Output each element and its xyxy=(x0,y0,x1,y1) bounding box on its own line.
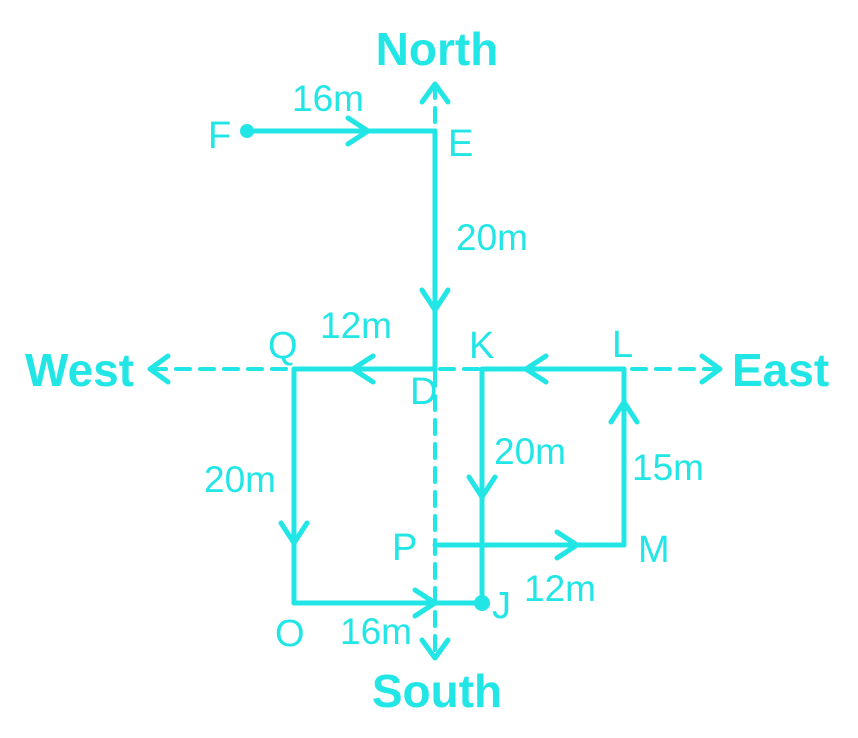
chevron-dq-west xyxy=(350,353,376,385)
point-label-d: D xyxy=(410,371,437,413)
distance-label-fe: 16m xyxy=(292,78,364,119)
point-label-l: L xyxy=(612,324,633,366)
point-label-m: M xyxy=(638,529,670,571)
north-arrowhead xyxy=(419,81,451,105)
east-arrowhead xyxy=(699,353,723,385)
label-east: East xyxy=(732,344,829,396)
distance-label-oj: 16m xyxy=(340,611,412,652)
distance-label-dq: 12m xyxy=(320,305,392,346)
label-south: South xyxy=(372,665,502,717)
end-dot-j xyxy=(474,595,490,611)
distance-label-lm: 15m xyxy=(632,447,704,488)
point-label-f: F xyxy=(208,115,231,157)
point-label-j: J xyxy=(492,585,511,627)
chevron-oj-east xyxy=(412,587,438,619)
label-west: West xyxy=(25,344,134,396)
chevron-ed-south xyxy=(419,287,451,313)
chevron-qo-south xyxy=(278,520,310,546)
south-arrowhead xyxy=(419,637,451,661)
west-arrowhead xyxy=(147,353,171,385)
distance-label-jk: 20m xyxy=(494,431,566,472)
chevron-fe-east xyxy=(345,115,371,147)
chevron-pm-east xyxy=(554,529,580,561)
point-label-p: P xyxy=(392,527,417,569)
chevron-kl-west xyxy=(523,353,549,385)
start-dot-f xyxy=(240,124,254,138)
label-north: North xyxy=(376,23,499,75)
point-label-e: E xyxy=(448,123,473,165)
point-label-o: O xyxy=(275,613,305,655)
point-label-k: K xyxy=(469,325,494,367)
distance-label-ed: 20m xyxy=(456,217,528,258)
chevron-lm-north xyxy=(608,399,640,425)
distance-label-qo: 20m xyxy=(204,459,276,500)
distance-label-pm: 12m xyxy=(524,568,596,609)
point-label-q: Q xyxy=(268,325,298,367)
chevron-jk-south xyxy=(466,474,498,500)
